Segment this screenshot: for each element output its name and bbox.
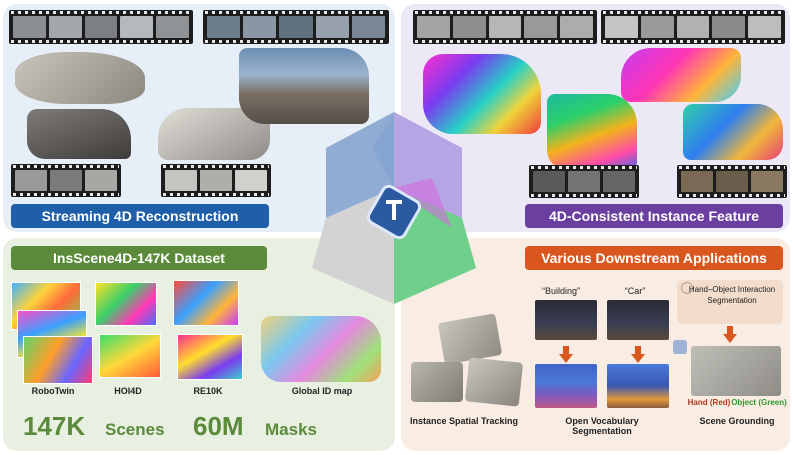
re10k-label: RE10K xyxy=(193,386,223,396)
segmented-car-frame xyxy=(607,364,669,408)
streaming-reconstruction-title: Streaming 4D Reconstruction xyxy=(11,204,269,228)
robot-icon xyxy=(673,340,687,354)
street-reconstruction xyxy=(239,48,369,124)
film-strip-bottom-right xyxy=(161,164,271,197)
street-frame-car xyxy=(607,300,669,340)
film-strip-instance-bottom-left xyxy=(529,165,639,198)
scenes-label: Scenes xyxy=(105,420,165,439)
instance-feature-title: 4D-Consistent Instance Feature xyxy=(525,204,783,228)
query-building: “Building” xyxy=(541,286,581,296)
room-reconstruction-1 xyxy=(15,52,145,104)
T-logo-bar xyxy=(386,200,402,204)
street-frame-building xyxy=(535,300,597,340)
film-strip-top-left xyxy=(9,10,193,44)
scene-grounding-label: Scene Grounding xyxy=(699,416,775,426)
instance-tracking-label: Instance Spatial Tracking xyxy=(409,416,519,426)
tracking-frame-3 xyxy=(464,357,524,407)
instance-feature-room-1 xyxy=(423,54,541,134)
hoi4d-mask-1 xyxy=(95,282,157,326)
T-logo-stem xyxy=(392,204,396,220)
applications-title: Various Downstream Applications xyxy=(525,246,783,270)
tracking-frame-2 xyxy=(411,362,463,402)
grounding-frames xyxy=(691,346,781,396)
instance-feature-room-2 xyxy=(621,48,741,102)
hub-svg xyxy=(312,112,476,304)
object-label: Object (Green) xyxy=(731,398,787,407)
query-car: “Car” xyxy=(624,286,646,296)
arrow-grounding-icon xyxy=(723,326,737,343)
hoi-query-text: Hand–Object Interaction Segmentation xyxy=(688,285,776,305)
segmented-building-frame xyxy=(535,364,597,408)
film-strip-top-right xyxy=(203,10,389,44)
open-vocab-label: Open Vocabulary Segmentation xyxy=(565,416,639,436)
hoi4d-label: HOI4D xyxy=(114,386,142,396)
central-hub xyxy=(292,108,497,308)
robotwin-label: RoboTwin xyxy=(31,386,75,396)
re10k-mask-2 xyxy=(177,334,243,380)
instance-feature-street xyxy=(547,94,637,170)
dataset-title: InsScene4D-147K Dataset xyxy=(11,246,267,270)
film-strip-bottom-left xyxy=(11,164,121,197)
film-strip-instance-top-left xyxy=(413,10,597,44)
masks-label: Masks xyxy=(265,420,317,439)
room-reconstruction-2 xyxy=(27,109,131,159)
tracking-frame-1 xyxy=(437,313,503,365)
global-id-map xyxy=(261,316,381,382)
masks-count: 60M xyxy=(193,411,244,441)
applications-panel: Various Downstream Applications Instance… xyxy=(401,238,790,451)
streaming-reconstruction-panel: Streaming 4D Reconstruction xyxy=(3,4,395,232)
hoi4d-mask-2 xyxy=(99,334,161,378)
instance-feature-panel: 4D-Consistent Instance Feature xyxy=(401,4,790,232)
arrow-car-icon xyxy=(631,346,645,363)
dataset-panel: InsScene4D-147K Dataset RoboTwin HOI4D R… xyxy=(3,238,395,451)
hoi-query-box xyxy=(677,280,783,324)
hand-label: Hand (Red) xyxy=(687,398,731,407)
arrow-building-icon xyxy=(559,346,573,363)
instance-feature-hand xyxy=(683,104,783,160)
re10k-mask-1 xyxy=(173,280,239,326)
robotwin-mask-3 xyxy=(23,336,93,384)
head-icon xyxy=(681,282,693,294)
film-strip-instance-bottom-right xyxy=(677,165,787,198)
scenes-count: 147K xyxy=(23,411,86,441)
film-strip-instance-top-right xyxy=(601,10,785,44)
global-id-map-label: Global ID map xyxy=(291,386,353,396)
